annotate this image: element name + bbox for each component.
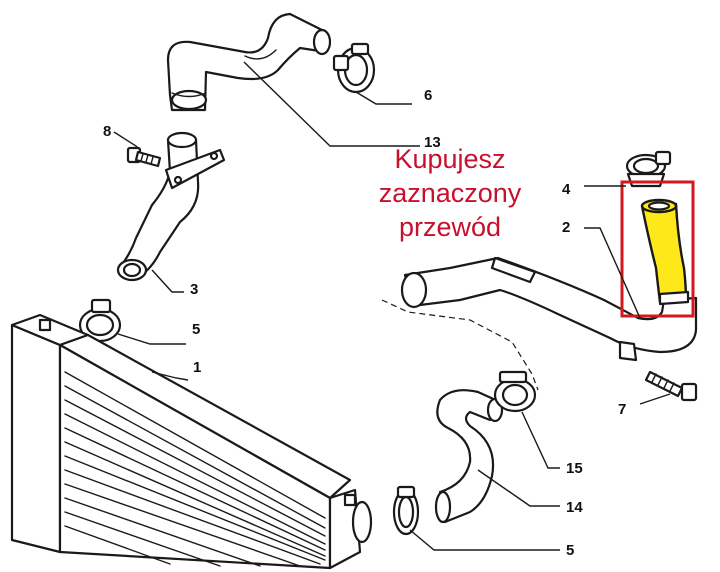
- promo-text: Kupujesz zaznaczony przewód: [340, 142, 560, 244]
- callout-labels: 6 13 8 3 5 1 4 2 7 15 14 5: [103, 87, 626, 559]
- callout-4: 4: [562, 181, 571, 198]
- promo-line-3: przewód: [398, 212, 502, 242]
- promo-line-1: Kupujesz: [394, 144, 506, 174]
- bolt-8: [126, 146, 162, 168]
- intercooler-fins: [64, 371, 326, 567]
- callout-5-lower: 5: [566, 542, 574, 559]
- intercooler-1: [10, 313, 373, 570]
- clamp-6: [332, 42, 376, 94]
- clamp-5-upper: [78, 298, 122, 343]
- hose-2-highlighted: [620, 180, 695, 318]
- pipe-3: [116, 131, 226, 282]
- callout-5-upper: 5: [192, 321, 200, 338]
- callout-13: 13: [424, 134, 441, 151]
- clamp-5-lower: [392, 485, 420, 536]
- clamp-15: [493, 370, 537, 413]
- clamp-4: [625, 150, 672, 188]
- leader-lines: [113, 61, 671, 551]
- callout-8: 8: [103, 123, 111, 140]
- hose-13: [166, 12, 332, 112]
- callout-1: 1: [193, 359, 201, 376]
- callout-7: 7: [618, 401, 626, 418]
- callout-6: 6: [424, 87, 432, 104]
- callout-3: 3: [190, 281, 198, 298]
- hose-14: [434, 389, 504, 524]
- callout-14: 14: [566, 499, 583, 516]
- bolt-7: [644, 370, 698, 402]
- intake-pipe: [400, 256, 698, 362]
- promo-line-2: zaznaczony: [378, 178, 522, 208]
- callout-2: 2: [562, 219, 570, 236]
- callout-15: 15: [566, 460, 583, 477]
